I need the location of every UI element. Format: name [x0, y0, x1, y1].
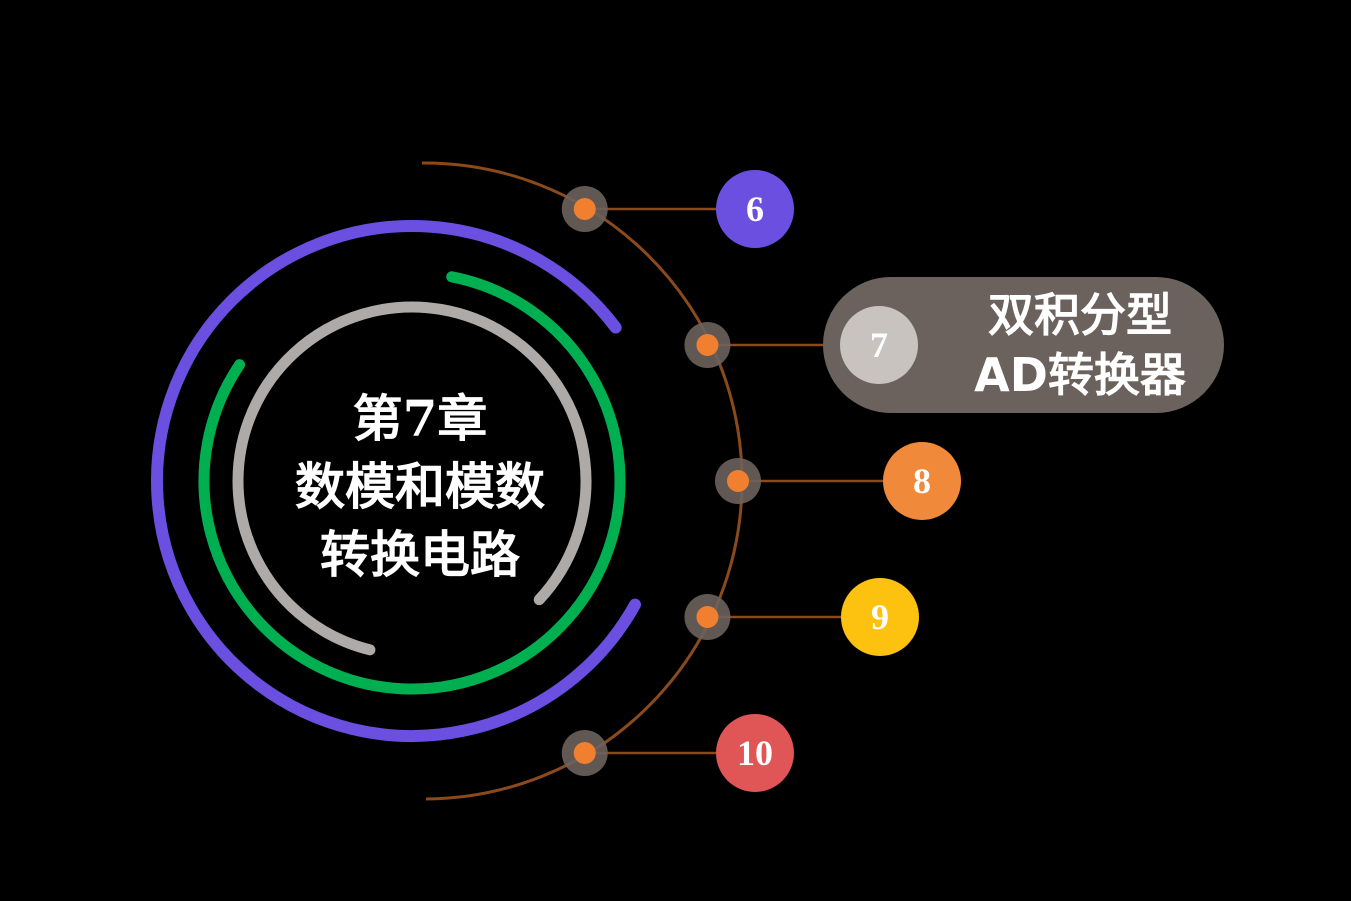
item-6-badge[interactable]: 6 [716, 170, 794, 248]
node-dot-7[interactable] [696, 334, 719, 356]
node-dot-9[interactable] [696, 606, 719, 628]
node-dot-6[interactable] [573, 198, 596, 220]
title-line-2: 数模和模数 [295, 457, 545, 516]
node-dot-8[interactable] [727, 470, 749, 492]
item-7-active-pill[interactable]: 7 双积分型 AD转换器 [823, 277, 1224, 413]
item-8-badge[interactable]: 8 [883, 442, 961, 520]
title-line-3: 转换电路 [320, 525, 520, 584]
outer-ring-arc [151, 220, 642, 742]
item-7-badge: 7 [840, 306, 918, 384]
node-dot-10[interactable] [573, 742, 596, 764]
inner-ring-arc [232, 301, 592, 656]
item-10-badge[interactable]: 10 [716, 714, 794, 792]
item-9-badge[interactable]: 9 [841, 578, 919, 656]
item-7-label: 双积分型 AD转换器 [974, 288, 1186, 402]
title-line-1: 第7章 [352, 389, 488, 448]
middle-ring-arc [198, 271, 626, 695]
chapter-title: 第7章 数模和模数 转换电路 [262, 385, 578, 589]
